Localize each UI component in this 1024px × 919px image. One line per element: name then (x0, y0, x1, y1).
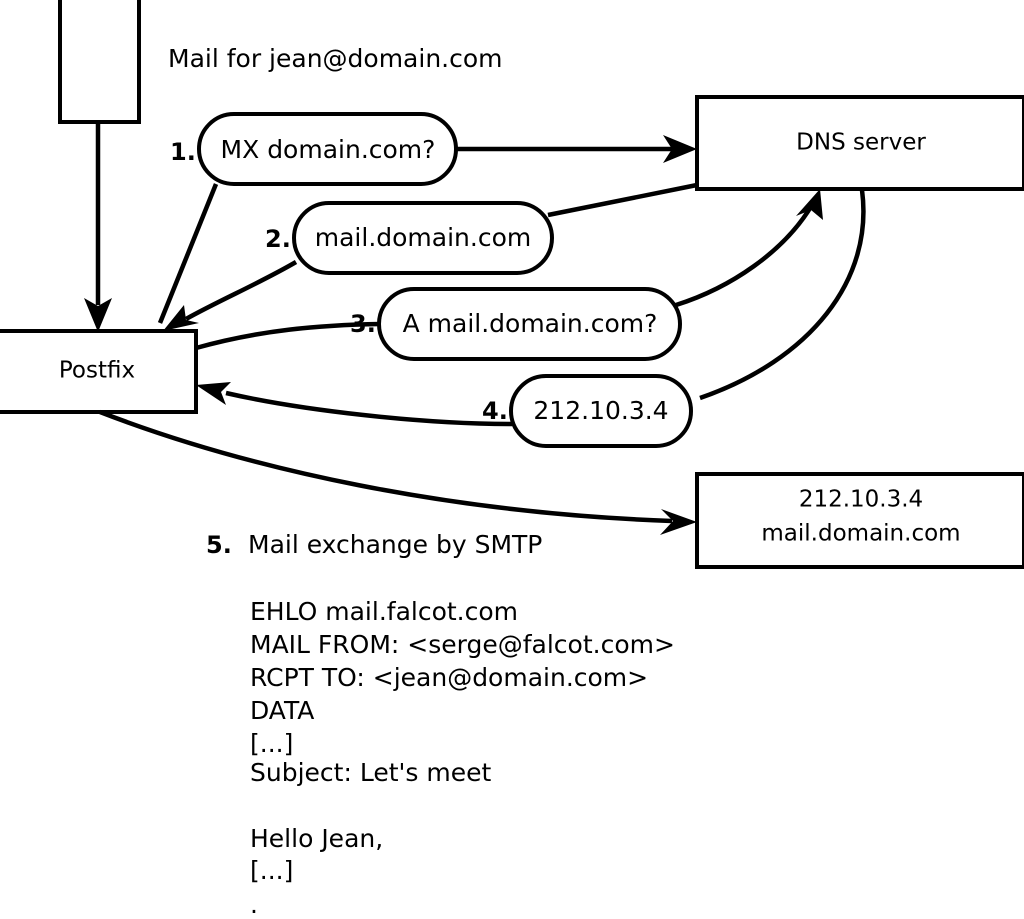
connector-step1-leg (157, 183, 219, 324)
connector-step3-to-dns (675, 203, 814, 308)
step-2-number: 2. (265, 225, 291, 253)
step-2-bubble (292, 201, 554, 275)
arrowhead-postfix-to-mailserver (660, 509, 697, 535)
connector-postfix-to-step3 (195, 321, 381, 351)
transcript-line: [...] (250, 729, 293, 758)
arrowhead-client-to-postfix (84, 298, 112, 332)
dns-server-label: DNS server (796, 130, 926, 156)
transcript-line: DATA (250, 696, 314, 725)
connector-dns-to-step4 (699, 189, 866, 401)
transcript-line: Hello Jean, (250, 824, 383, 853)
step-1-bubble (197, 112, 458, 186)
connector-step4-to-postfix (225, 390, 513, 427)
transcript-line: RCPT TO: <jean@domain.com> (250, 663, 648, 692)
transcript-line: Subject: Let's meet (250, 758, 491, 787)
step-1-bubble-label: MX domain.com? (221, 135, 436, 164)
connector-step2-to-postfix (184, 260, 298, 321)
mail-server-ip: 212.10.3.4 (799, 487, 923, 513)
step-4-number: 4. (482, 397, 508, 425)
transcript-line: EHLO mail.falcot.com (250, 597, 518, 626)
step-4-bubble-label: 212.10.3.4 (533, 396, 668, 425)
arrowhead-step3-to-dns (796, 189, 823, 220)
postfix-label: Postfix (59, 358, 135, 384)
transcript-line: [...] (250, 856, 293, 885)
arrowhead-step1-to-dns (663, 135, 697, 163)
step-1-number: 1. (170, 138, 196, 166)
arrowhead-step4-to-postfix (196, 382, 231, 405)
connector-dns-to-step2 (547, 182, 698, 218)
step-5-number: 5. (206, 531, 232, 559)
transcript-line: MAIL FROM: <serge@falcot.com> (250, 630, 675, 659)
connector-postfix-to-mailserver (99, 409, 673, 524)
postfix-box (0, 329, 198, 414)
step-3-number: 3. (350, 310, 376, 338)
mail-server-hostname: mail.domain.com (761, 521, 960, 547)
step-2-bubble-label: mail.domain.com (315, 223, 531, 252)
step-3-bubble-label: A mail.domain.com? (403, 309, 658, 338)
mail-server-box (695, 472, 1024, 569)
step-4-bubble (509, 374, 693, 448)
transcript-line: . (250, 890, 258, 919)
arrowhead-step2-to-postfix (163, 305, 199, 331)
mail-client-box (58, 0, 141, 124)
step-3-bubble (377, 287, 682, 361)
page-title: Mail for jean@domain.com (168, 44, 503, 73)
step-5-label: Mail exchange by SMTP (248, 530, 542, 559)
dns-server-box (695, 95, 1024, 191)
